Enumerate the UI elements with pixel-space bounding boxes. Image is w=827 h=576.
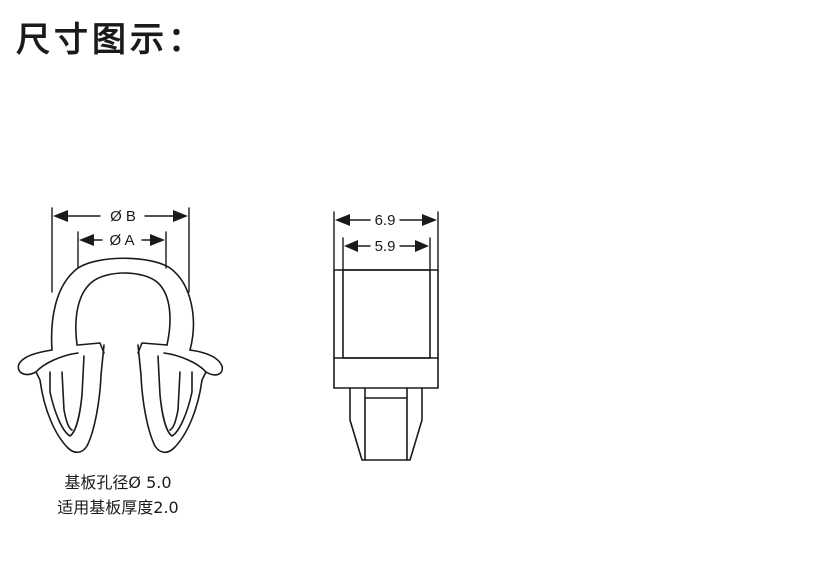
clip-outer-ring	[50, 257, 195, 351]
arrow-59-right	[415, 240, 429, 252]
clip-right-detail	[163, 352, 207, 431]
clip-inner-ring	[75, 272, 171, 346]
arrow-a-left	[79, 234, 94, 246]
note-board-thickness: 适用基板厚度2.0	[57, 498, 179, 517]
side-stem	[349, 387, 423, 461]
arrow-b-left	[53, 210, 68, 222]
dim-label-b: Ø B	[110, 208, 136, 225]
side-head-inner	[342, 269, 431, 359]
clip-side-view	[333, 269, 439, 461]
clip-right-wing-inner	[157, 355, 193, 437]
clip-left-detail	[35, 352, 79, 431]
side-dimension-lines	[333, 211, 439, 271]
side-head-outer	[333, 269, 439, 389]
note-hole-diameter: 基板孔径Ø 5.0	[64, 473, 172, 492]
page-title: 尺寸图示：	[16, 20, 206, 60]
arrow-69-right	[422, 214, 437, 226]
dim-label-5-9: 5.9	[375, 238, 396, 255]
clip-right-wing	[137, 344, 224, 454]
clip-left-wing	[17, 344, 105, 454]
dim-label-a: Ø A	[109, 232, 134, 249]
arrowheads	[53, 210, 437, 252]
arrow-59-left	[344, 240, 358, 252]
dim-label-6-9: 6.9	[375, 212, 396, 229]
clip-left-wing-inner	[49, 355, 85, 437]
clip-front-view	[17, 257, 224, 454]
arrow-a-right	[150, 234, 165, 246]
arrow-69-left	[335, 214, 350, 226]
clip-hooks	[77, 342, 168, 354]
arrow-b-right	[173, 210, 188, 222]
